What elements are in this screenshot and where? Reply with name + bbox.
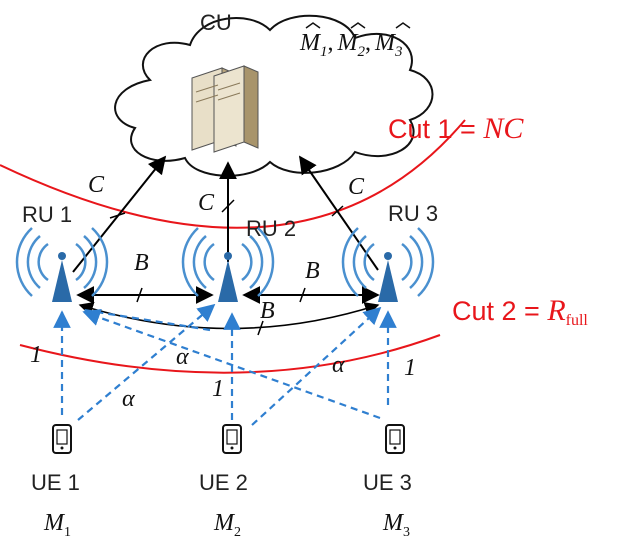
ue1-message: M1 [43, 510, 71, 540]
uplink-ue2-ru1 [83, 308, 211, 332]
fronthaul-link-ru3 [298, 155, 379, 271]
gain-cross-1: α [122, 386, 135, 412]
cut2-label: Cut 2 = Rfull [452, 294, 588, 329]
ue2-message: M2 [213, 510, 241, 540]
ru2-label: RU 2 [246, 216, 296, 241]
capacity-c-ru2: C [198, 190, 215, 216]
antenna-icon [15, 227, 109, 302]
uplink-ue1-ru2 [77, 303, 216, 421]
gain-direct-ue2: 1 [212, 376, 224, 402]
server-icon [191, 65, 259, 153]
ue1-label: UE 1 [31, 470, 80, 495]
ue3-message: M3 [382, 510, 410, 540]
ue2-label: UE 2 [199, 470, 248, 495]
uplink-ue2-ru3 [251, 306, 382, 426]
ru3-label: RU 3 [388, 201, 438, 226]
phone-icon [385, 424, 405, 454]
antenna-icon [181, 227, 275, 302]
svg-text:M1,M2,M3: M1,M2,M3 [299, 30, 403, 60]
cu-label: CU [200, 10, 232, 35]
phone-icon [52, 424, 72, 454]
gain-cross-2: α [176, 344, 189, 370]
gain-direct-ue3: 1 [404, 355, 416, 381]
gain-cross-3: α [332, 352, 345, 378]
cut1-curve [0, 119, 466, 229]
capacity-c-ru3: C [348, 174, 365, 200]
ru1-label: RU 1 [22, 202, 72, 227]
capacity-b-ru2-ru3: B [305, 258, 320, 284]
phone-icon [222, 424, 242, 454]
decoded-messages: M1,M2,M3 [299, 22, 411, 60]
capacity-c-ru1: C [88, 172, 105, 198]
capacity-b-ru1-ru3: B [260, 298, 275, 324]
cut1-label: Cut 1 = NC [388, 112, 524, 145]
gain-direct-ue1: 1 [30, 342, 42, 368]
cut2-curve [19, 334, 441, 374]
uplink-ue3-ru1 [82, 309, 381, 420]
antenna-icon [341, 227, 435, 302]
capacity-b-ru1-ru2: B [134, 250, 149, 276]
ue3-label: UE 3 [363, 470, 412, 495]
